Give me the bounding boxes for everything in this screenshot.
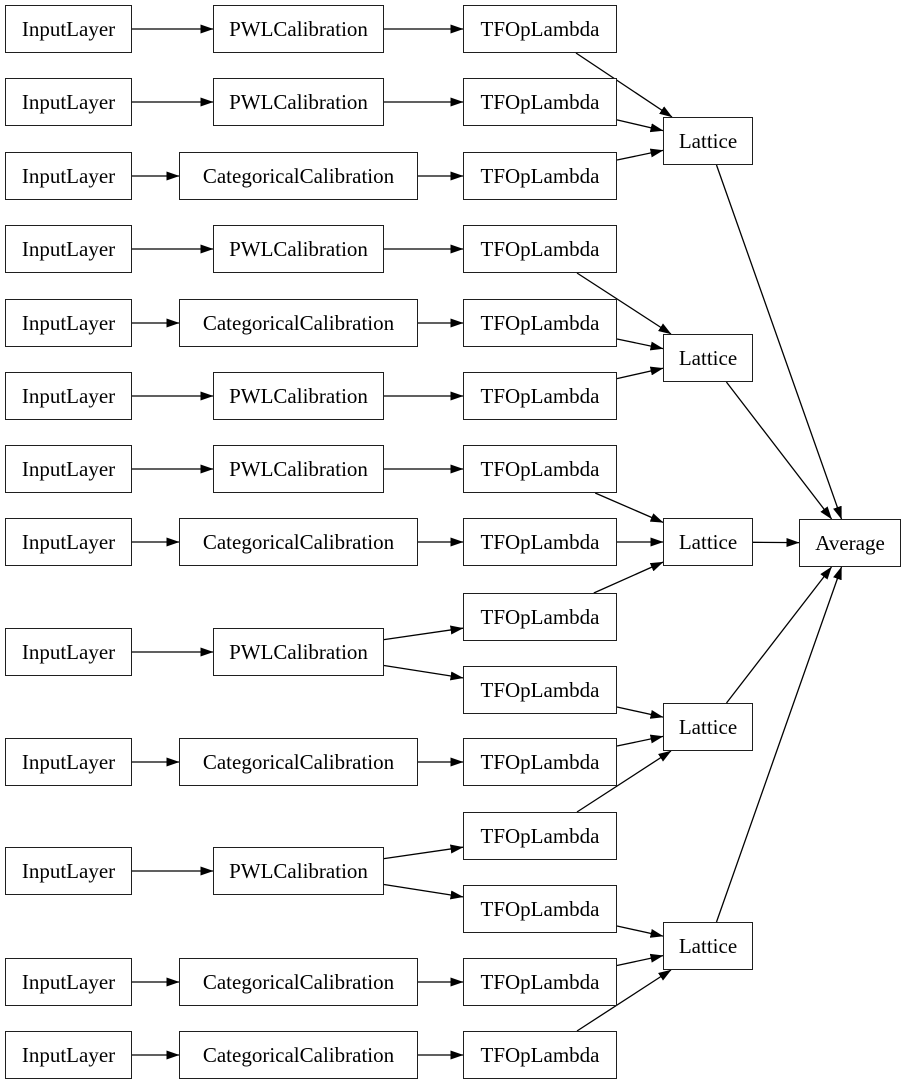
node-lat1-lattice: Lattice (663, 117, 753, 165)
node-in12-inputlayer: InputLayer (5, 958, 132, 1006)
node-lam1-tfoplambda: TFOpLambda (463, 5, 617, 53)
node-cal12-categoricalcalibration: CategoricalCalibration (179, 958, 418, 1006)
edge-lam9b-to-lat4 (616, 706, 664, 719)
node-lam13-tfoplambda: TFOpLambda (463, 1031, 617, 1079)
node-in4-inputlayer: InputLayer (5, 225, 132, 273)
edge-cal11-to-lam11a (383, 844, 464, 860)
node-avg-average: Average (799, 519, 901, 567)
node-lat4-lattice: Lattice (663, 703, 753, 751)
edge-cal9-to-lam9b (383, 664, 464, 681)
node-lat5-lattice: Lattice (663, 922, 753, 970)
edge-lat5-to-avg (715, 566, 843, 923)
edge-lam7-to-lat3 (594, 492, 664, 523)
edge-lam5-to-lat2 (616, 338, 664, 351)
node-cal8-categoricalcalibration: CategoricalCalibration (179, 518, 418, 566)
node-cal11-pwlcalibration: PWLCalibration (213, 847, 384, 895)
node-lam4-tfoplambda: TFOpLambda (463, 225, 617, 273)
node-in2-inputlayer: InputLayer (5, 78, 132, 126)
node-lam9a-tfoplambda: TFOpLambda (463, 593, 617, 641)
node-cal4-pwlcalibration: PWLCalibration (213, 225, 384, 273)
edge-lam11a-to-lat4 (576, 750, 672, 813)
edge-lam6-to-lat2 (616, 366, 664, 380)
node-lam5-tfoplambda: TFOpLambda (463, 299, 617, 347)
node-in3-inputlayer: InputLayer (5, 152, 132, 200)
node-lam2-tfoplambda: TFOpLambda (463, 78, 617, 126)
edges (132, 24, 843, 1060)
edge-cal9-to-lam9a (383, 625, 464, 641)
node-in10-inputlayer: InputLayer (5, 738, 132, 786)
node-lam11b-tfoplambda: TFOpLambda (463, 885, 617, 933)
node-lam8-tfoplambda: TFOpLambda (463, 518, 617, 566)
edge-lam2-to-lat1 (616, 119, 664, 133)
edge-lam1-to-lat1 (575, 52, 673, 118)
node-cal3-categoricalcalibration: CategoricalCalibration (179, 152, 418, 200)
node-lam9b-tfoplambda: TFOpLambda (463, 666, 617, 714)
node-lat3-lattice: Lattice (663, 518, 753, 566)
edge-lam10-to-lat4 (616, 734, 664, 747)
node-cal2-pwlcalibration: PWLCalibration (213, 78, 384, 126)
node-lam11a-tfoplambda: TFOpLambda (463, 812, 617, 860)
edge-cal11-to-lam11b (383, 883, 464, 900)
node-in13-inputlayer: InputLayer (5, 1031, 132, 1079)
edge-lat2-to-avg (725, 381, 833, 520)
node-in7-inputlayer: InputLayer (5, 445, 132, 493)
edge-lam13-to-lat5 (576, 969, 672, 1032)
edge-lam9a-to-lat3 (593, 561, 664, 594)
node-lat2-lattice: Lattice (663, 334, 753, 382)
edge-lat1-to-avg (715, 164, 843, 520)
node-lam7-tfoplambda: TFOpLambda (463, 445, 617, 493)
node-in9-inputlayer: InputLayer (5, 628, 132, 676)
edge-lam3-to-lat1 (616, 148, 664, 161)
node-in6-inputlayer: InputLayer (5, 372, 132, 420)
node-in11-inputlayer: InputLayer (5, 847, 132, 895)
node-lam10-tfoplambda: TFOpLambda (463, 738, 617, 786)
edge-lat4-to-avg (725, 566, 833, 704)
node-cal7-pwlcalibration: PWLCalibration (213, 445, 384, 493)
node-lam12-tfoplambda: TFOpLambda (463, 958, 617, 1006)
node-lam3-tfoplambda: TFOpLambda (463, 152, 617, 200)
node-in5-inputlayer: InputLayer (5, 299, 132, 347)
node-cal1-pwlcalibration: PWLCalibration (213, 5, 384, 53)
node-cal10-categoricalcalibration: CategoricalCalibration (179, 738, 418, 786)
node-cal13-categoricalcalibration: CategoricalCalibration (179, 1031, 418, 1079)
node-cal6-pwlcalibration: PWLCalibration (213, 372, 384, 420)
node-lam6-tfoplambda: TFOpLambda (463, 372, 617, 420)
node-cal5-categoricalcalibration: CategoricalCalibration (179, 299, 418, 347)
node-cal9-pwlcalibration: PWLCalibration (213, 628, 384, 676)
edge-lam4-to-lat2 (576, 272, 672, 335)
node-in8-inputlayer: InputLayer (5, 518, 132, 566)
node-in1-inputlayer: InputLayer (5, 5, 132, 53)
edge-lam12-to-lat5 (616, 953, 664, 967)
edge-lam11b-to-lat5 (616, 925, 664, 938)
